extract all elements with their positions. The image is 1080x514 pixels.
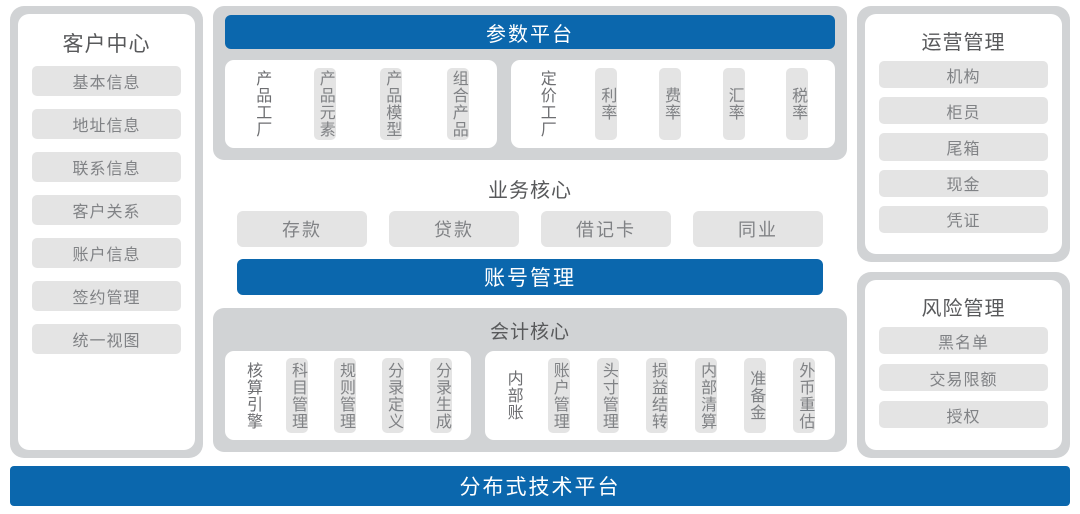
sidebar-item-blacklist[interactable]: 黑名单 [879, 327, 1048, 354]
chip-subject-mgmt[interactable]: 科目管理 [286, 358, 308, 433]
sidebar-item-teller[interactable]: 柜员 [879, 97, 1048, 125]
internal-account-group: 内部账 账户管理 头寸管理 损益结转 内部清算 准备金 外币重估 [485, 351, 835, 440]
chip-combined-product[interactable]: 组合产品 [446, 68, 469, 140]
sidebar-item-transaction-limit[interactable]: 交易限额 [879, 364, 1048, 391]
parameter-platform-section: 参数平台 产品工厂 产品元素 产品模型 组合产品 定价工厂 利率 费率 汇率 税… [213, 6, 847, 160]
sidebar-item-authorization[interactable]: 授权 [879, 401, 1048, 428]
chip-fx-revaluation[interactable]: 外币重估 [793, 358, 816, 433]
sidebar-item-contact-info[interactable]: 联系信息 [32, 152, 181, 182]
chip-internal-settlement[interactable]: 内部清算 [695, 358, 718, 433]
customer-center-panel[interactable]: 客户中心 基本信息 地址信息 联系信息 客户关系 账户信息 签约管理 统一视图 [10, 6, 203, 458]
pricing-factory-group: 定价工厂 利率 费率 汇率 税率 [511, 60, 835, 148]
chip-loan[interactable]: 贷款 [389, 211, 519, 247]
accounting-core-title: 会计核心 [489, 322, 570, 343]
risk-card: 风险管理 黑名单 交易限额 授权 [865, 280, 1062, 450]
customer-center-title: 客户中心 [62, 33, 151, 56]
chip-profit-loss-carryover[interactable]: 损益结转 [645, 358, 668, 433]
sidebar-item-institution[interactable]: 机构 [879, 61, 1048, 89]
business-core-chips: 存款 贷款 借记卡 同业 [237, 211, 823, 247]
chip-fee-rate[interactable]: 费率 [658, 68, 681, 140]
distributed-platform-bar[interactable]: 分布式技术平台 [10, 466, 1070, 506]
internal-account-label: 内部账 [504, 370, 522, 421]
sidebar-item-unified-view[interactable]: 统一视图 [32, 324, 181, 354]
risk-title: 风险管理 [921, 298, 1006, 320]
chip-interest-rate[interactable]: 利率 [595, 68, 618, 140]
pricing-factory-label: 定价工厂 [537, 70, 555, 138]
sidebar-item-customer-relation[interactable]: 客户关系 [32, 195, 181, 225]
operations-management-panel[interactable]: 运营管理 机构 柜员 尾箱 现金 凭证 [857, 6, 1070, 262]
operations-title: 运营管理 [921, 32, 1006, 54]
product-factory-label: 产品工厂 [253, 70, 271, 138]
sidebar-item-account-info[interactable]: 账户信息 [32, 238, 181, 268]
right-panel-stack: 运营管理 机构 柜员 尾箱 现金 凭证 风险管理 黑名单 交易限额 授权 [857, 6, 1070, 458]
sidebar-item-cash[interactable]: 现金 [879, 169, 1048, 197]
account-management-bar[interactable]: 账号管理 [237, 259, 823, 295]
customer-center-card: 客户中心 基本信息 地址信息 联系信息 客户关系 账户信息 签约管理 统一视图 [18, 14, 195, 450]
center-column: 参数平台 产品工厂 产品元素 产品模型 组合产品 定价工厂 利率 费率 汇率 税… [213, 6, 847, 458]
product-factory-group: 产品工厂 产品元素 产品模型 组合产品 [225, 60, 497, 148]
accounting-engine-label: 核算引擎 [244, 361, 261, 430]
accounting-core-section: 会计核心 核算引擎 科目管理 规则管理 分录定义 分录生成 内部账 账户管理 头… [213, 308, 847, 452]
chip-product-element[interactable]: 产品元素 [313, 68, 336, 140]
chip-reserve-fund[interactable]: 准备金 [744, 358, 767, 433]
sidebar-item-cash-box[interactable]: 尾箱 [879, 133, 1048, 161]
chip-position-mgmt[interactable]: 头寸管理 [596, 358, 619, 433]
sidebar-item-voucher[interactable]: 凭证 [879, 205, 1048, 234]
main-columns: 客户中心 基本信息 地址信息 联系信息 客户关系 账户信息 签约管理 统一视图 … [10, 6, 1070, 458]
chip-deposit[interactable]: 存款 [237, 211, 367, 247]
sidebar-item-basic-info[interactable]: 基本信息 [32, 66, 181, 96]
parameter-groups: 产品工厂 产品元素 产品模型 组合产品 定价工厂 利率 费率 汇率 税率 [225, 60, 835, 148]
chip-entry-generation[interactable]: 分录生成 [430, 358, 452, 433]
chip-exchange-rate[interactable]: 汇率 [722, 68, 745, 140]
sidebar-item-address-info[interactable]: 地址信息 [32, 109, 181, 139]
risk-management-panel[interactable]: 风险管理 黑名单 交易限额 授权 [857, 272, 1070, 458]
sidebar-item-contract-mgmt[interactable]: 签约管理 [32, 281, 181, 311]
business-core-section: 业务核心 存款 贷款 借记卡 同业 [213, 160, 847, 247]
chip-tax-rate[interactable]: 税率 [786, 68, 809, 140]
accounting-groups: 核算引擎 科目管理 规则管理 分录定义 分录生成 内部账 账户管理 头寸管理 损… [225, 351, 835, 440]
chip-product-model[interactable]: 产品模型 [380, 68, 403, 140]
accounting-engine-group: 核算引擎 科目管理 规则管理 分录定义 分录生成 [225, 351, 471, 440]
chip-debit-card[interactable]: 借记卡 [541, 211, 671, 247]
chip-interbank[interactable]: 同业 [693, 211, 823, 247]
chip-rule-mgmt[interactable]: 规则管理 [334, 358, 356, 433]
parameter-platform-bar[interactable]: 参数平台 [225, 15, 835, 49]
chip-entry-definition[interactable]: 分录定义 [382, 358, 404, 433]
chip-account-mgmt[interactable]: 账户管理 [547, 358, 570, 433]
business-core-title: 业务核心 [488, 180, 572, 202]
operations-card: 运营管理 机构 柜员 尾箱 现金 凭证 [865, 14, 1062, 254]
